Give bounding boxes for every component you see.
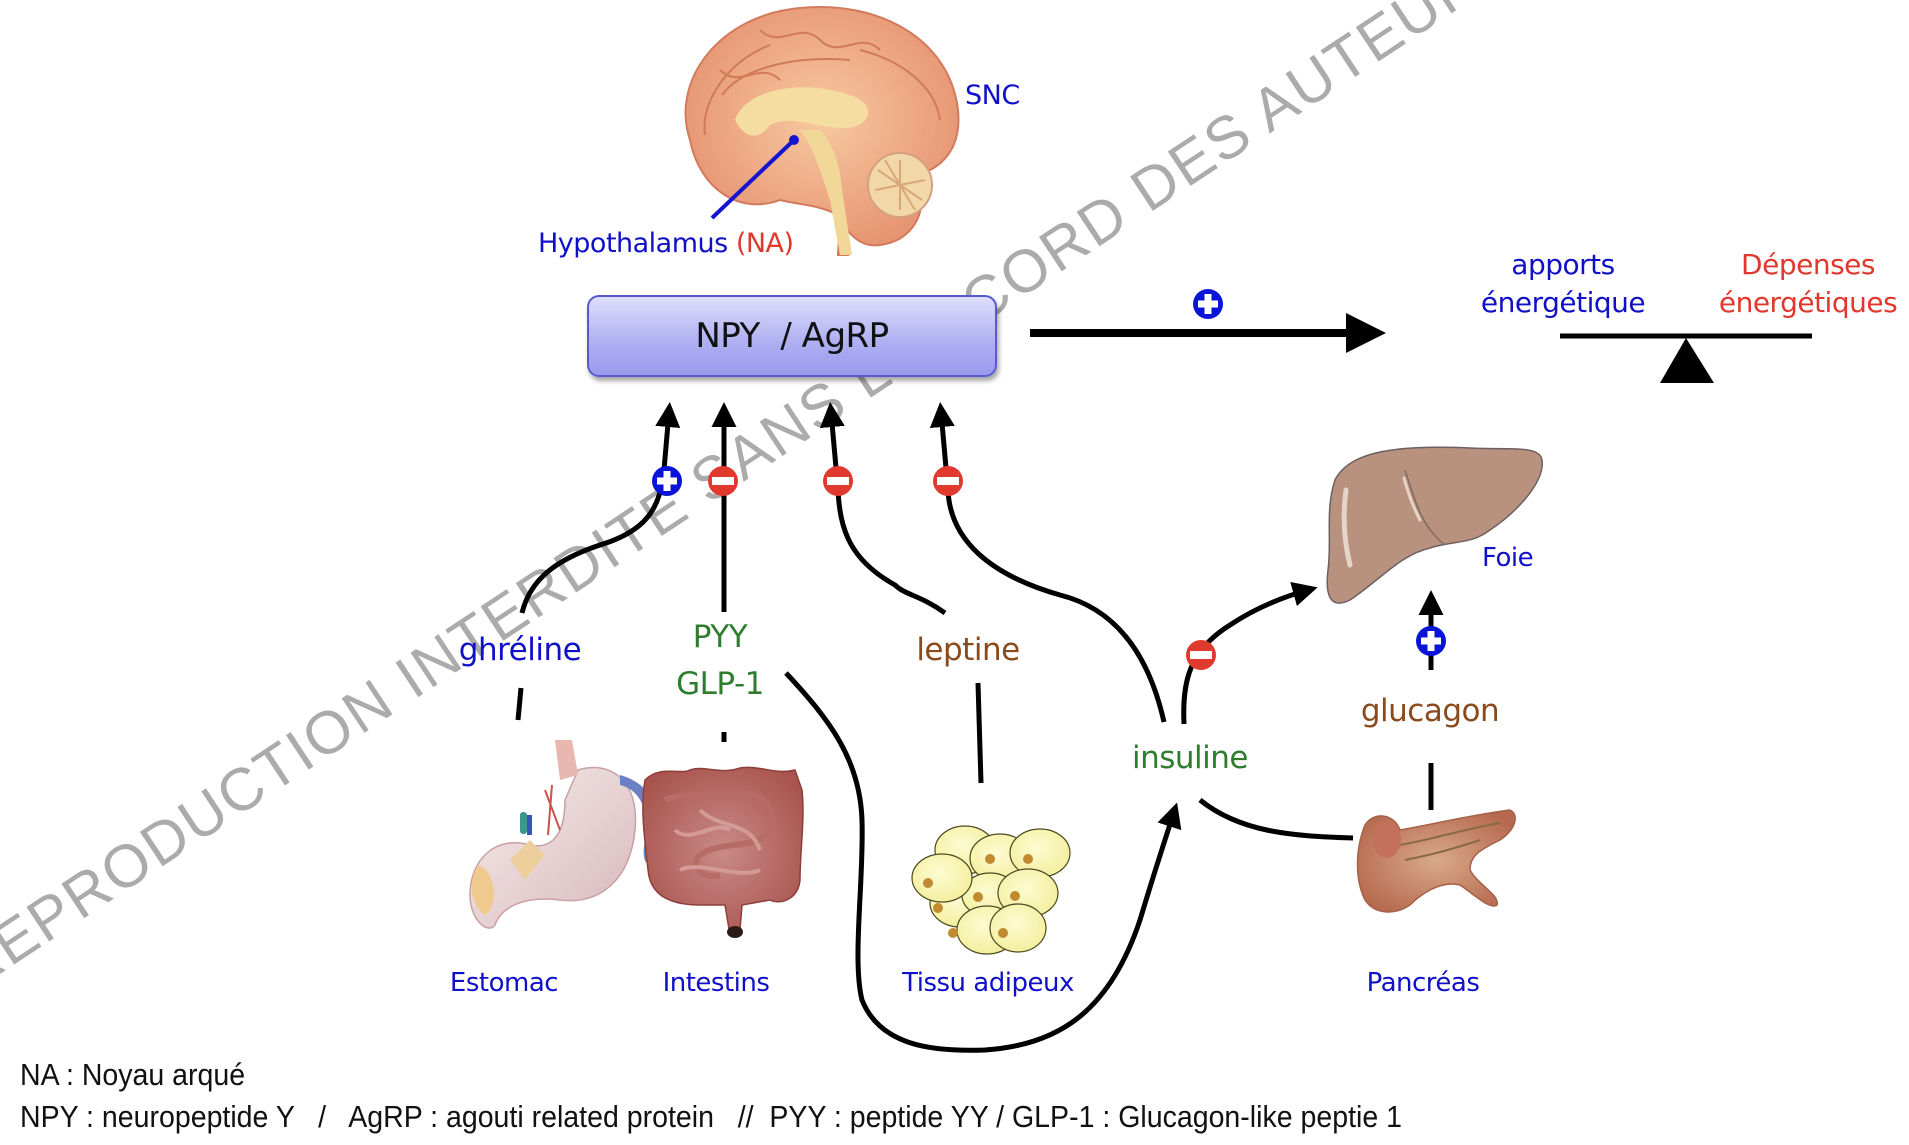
energy-expenditure-label: Dépenses énergétiques	[1718, 248, 1898, 319]
npy-agrp-box: NPY / AgRP	[587, 295, 997, 377]
plus-icon	[1416, 626, 1446, 656]
organ-pancreas-label: Pancréas	[1366, 968, 1480, 998]
minus-icon	[1186, 640, 1216, 670]
hormone-glucagon-label: glucagon	[1360, 693, 1500, 729]
energy-expenditure-line1: Dépenses	[1741, 248, 1875, 281]
organ-liver-label: Foie	[1482, 543, 1534, 573]
adipose-illustration	[911, 825, 1071, 955]
ghreline-arrow	[519, 402, 681, 614]
hormone-glp1-label: GLP-1	[676, 665, 764, 702]
energy-intake-line1: apports	[1511, 248, 1615, 281]
hormone-ghreline-label: ghréline	[458, 632, 582, 668]
organ-adipose-label: Tissu adipeux	[902, 968, 1074, 998]
intestines-illustration	[642, 766, 804, 938]
hypothalamus-text: Hypothalamus	[538, 228, 728, 259]
organ-intestines-label: Intestins	[662, 968, 770, 998]
balance-scale	[1560, 333, 1812, 383]
footer-note-abbreviations: NPY : neuropeptide Y / AgRP : agouti rel…	[20, 1099, 1402, 1134]
brain-illustration	[684, 6, 960, 256]
ghreline-stem	[515, 687, 524, 721]
pancreas-insuline-line	[1198, 798, 1354, 841]
hormone-pyy-label: PYY	[692, 619, 748, 655]
minus-icon	[823, 466, 853, 496]
glp1-insuline-loop-arrow	[784, 671, 1182, 1053]
npy-agrp-label: NPY / AgRP	[695, 316, 889, 356]
stomach-illustration	[469, 740, 659, 929]
organ-stomach-label: Estomac	[449, 968, 559, 998]
energy-expenditure-line2: énergétiques	[1718, 285, 1898, 319]
hormone-pyy-glp1-label: PYY GLP-1	[676, 614, 764, 707]
hormone-leptine-label: leptine	[916, 632, 1020, 668]
footer-note-na: NA : Noyau arqué	[20, 1057, 246, 1092]
energy-intake-line2: énergétique	[1480, 285, 1646, 319]
hypothalamus-pointer	[710, 138, 796, 220]
hormone-insuline-label: insuline	[1131, 740, 1249, 776]
leptine-stem	[975, 682, 984, 784]
insuline-liver-arrow	[1181, 581, 1318, 725]
balance-fulcrum	[1660, 338, 1714, 383]
plus-icon	[1193, 289, 1223, 319]
energy-intake-label: apports énergétique	[1480, 248, 1646, 319]
insuline-npy-arrow	[929, 402, 1167, 723]
snc-label: SNC	[965, 80, 1020, 111]
pancreas-illustration	[1356, 809, 1516, 913]
minus-icon	[933, 466, 963, 496]
na-note: (NA)	[735, 228, 794, 259]
plus-icon	[652, 466, 682, 496]
hypothalamus-label: Hypothalamus (NA)	[538, 228, 794, 260]
leptine-arrow	[819, 402, 947, 616]
minus-icon	[708, 466, 738, 496]
liver-illustration	[1326, 446, 1543, 604]
